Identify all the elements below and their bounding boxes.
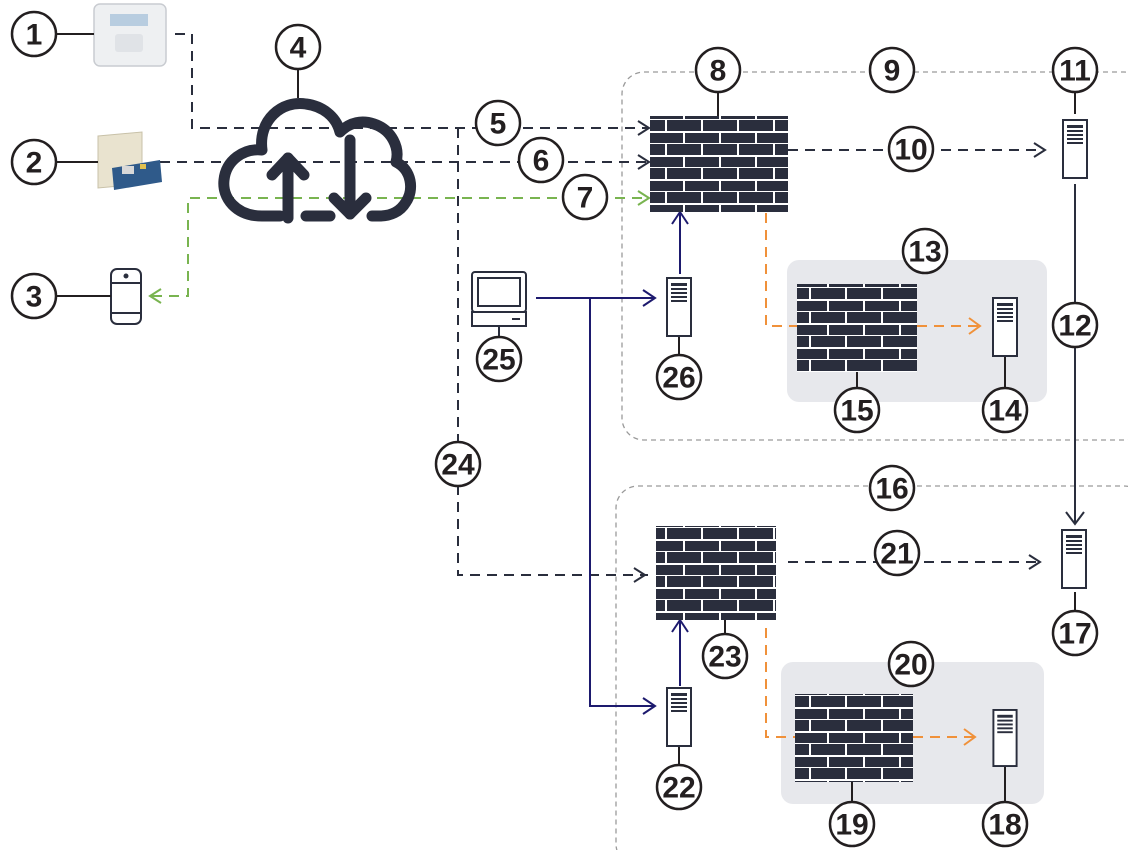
wireless-alarm-panel-icon xyxy=(94,4,166,66)
callout-8-label: 8 xyxy=(710,55,727,88)
callout-14-label: 14 xyxy=(988,395,1022,428)
server-26-icon xyxy=(667,278,691,336)
callout-22-label: 22 xyxy=(662,772,695,805)
computer-workstation-icon xyxy=(472,272,526,338)
callout-11-label: 11 xyxy=(1059,55,1091,88)
callout-16-label: 16 xyxy=(875,473,908,506)
callout-20-label: 20 xyxy=(894,649,927,682)
firewall-8-icon xyxy=(650,116,788,212)
callout-9-label: 9 xyxy=(884,55,901,88)
server-11-icon xyxy=(1063,120,1087,178)
callout-23-label: 23 xyxy=(708,641,741,674)
callout-19-label: 19 xyxy=(835,809,868,842)
callout-3-label: 3 xyxy=(26,281,43,314)
smartphone-icon xyxy=(111,269,141,324)
server-22-icon xyxy=(667,688,691,746)
hardwired-control-panel-icon xyxy=(98,132,162,190)
server-18-icon xyxy=(993,710,1016,766)
callout-5-label: 5 xyxy=(490,108,507,141)
firewall-15-icon xyxy=(797,284,917,372)
cloud-upload-download-icon xyxy=(224,103,411,218)
firewall-23-icon xyxy=(656,526,776,620)
callout-6-label: 6 xyxy=(533,145,550,178)
callout-18-label: 18 xyxy=(988,809,1021,842)
left-callout-leaders xyxy=(56,34,298,296)
callout-2-label: 2 xyxy=(26,147,43,180)
firewall-19-icon xyxy=(795,694,913,782)
server-17-icon xyxy=(1062,530,1086,588)
callout-21-label: 21 xyxy=(880,538,913,571)
navy-solid-connectors xyxy=(536,212,688,714)
callout-24-label: 24 xyxy=(441,449,475,482)
server-11-to-17-connector xyxy=(1066,184,1084,524)
callout-15-label: 15 xyxy=(840,395,873,428)
callout-13-label: 13 xyxy=(908,236,941,269)
callout-7-label: 7 xyxy=(577,182,594,215)
callout-26-label: 26 xyxy=(662,362,695,395)
callout-17-label: 17 xyxy=(1058,618,1091,651)
server-14-icon xyxy=(993,298,1017,356)
callout-25-label: 25 xyxy=(482,344,515,377)
callout-12-label: 12 xyxy=(1058,310,1091,343)
callout-4-label: 4 xyxy=(290,32,307,65)
callout-10-label: 10 xyxy=(894,134,927,167)
callout-1-label: 1 xyxy=(26,19,43,52)
